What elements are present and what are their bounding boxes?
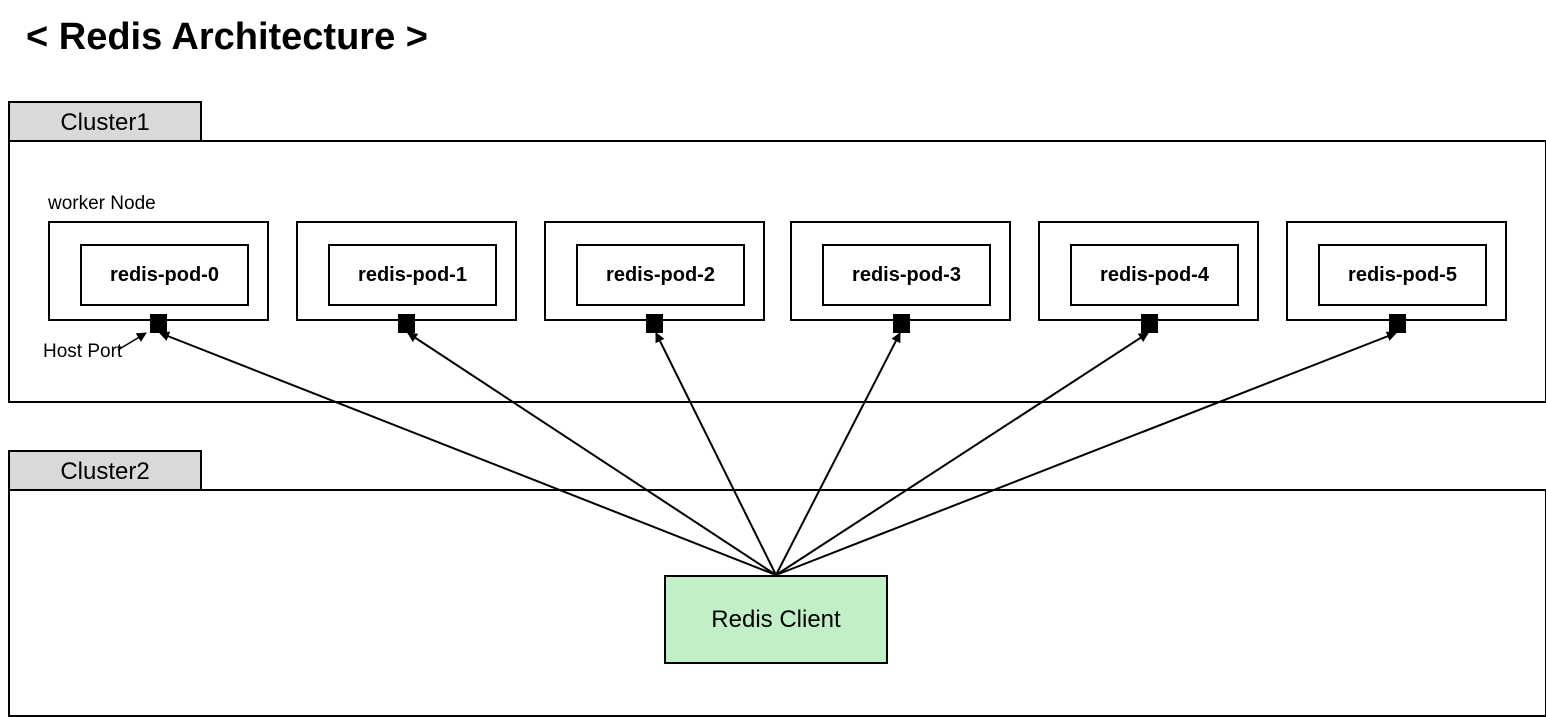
redis-pod-2: redis-pod-2 <box>576 244 745 306</box>
host-port-4 <box>1141 314 1158 333</box>
redis-pod-3: redis-pod-3 <box>822 244 991 306</box>
worker-node-2: redis-pod-2 <box>544 221 765 321</box>
redis-client: Redis Client <box>664 575 888 664</box>
redis-pod-0: redis-pod-0 <box>80 244 249 306</box>
redis-pod-1: redis-pod-1 <box>328 244 497 306</box>
host-port-1 <box>398 314 415 333</box>
worker-node-5: redis-pod-5 <box>1286 221 1507 321</box>
host-port-0 <box>150 314 167 333</box>
host-port-3 <box>893 314 910 333</box>
worker-node-3: redis-pod-3 <box>790 221 1011 321</box>
worker-node-4: redis-pod-4 <box>1038 221 1259 321</box>
redis-pod-5: redis-pod-5 <box>1318 244 1487 306</box>
worker-node-0: redis-pod-0 <box>48 221 269 321</box>
redis-pod-4: redis-pod-4 <box>1070 244 1239 306</box>
host-port-2 <box>646 314 663 333</box>
host-port-label: Host Port <box>43 341 123 362</box>
host-port-5 <box>1389 314 1406 333</box>
worker-node-label: worker Node <box>48 193 156 214</box>
page-title: < Redis Architecture > <box>26 16 428 58</box>
worker-node-1: redis-pod-1 <box>296 221 517 321</box>
cluster2-tab: Cluster2 <box>8 450 202 490</box>
cluster1-tab: Cluster1 <box>8 101 202 141</box>
